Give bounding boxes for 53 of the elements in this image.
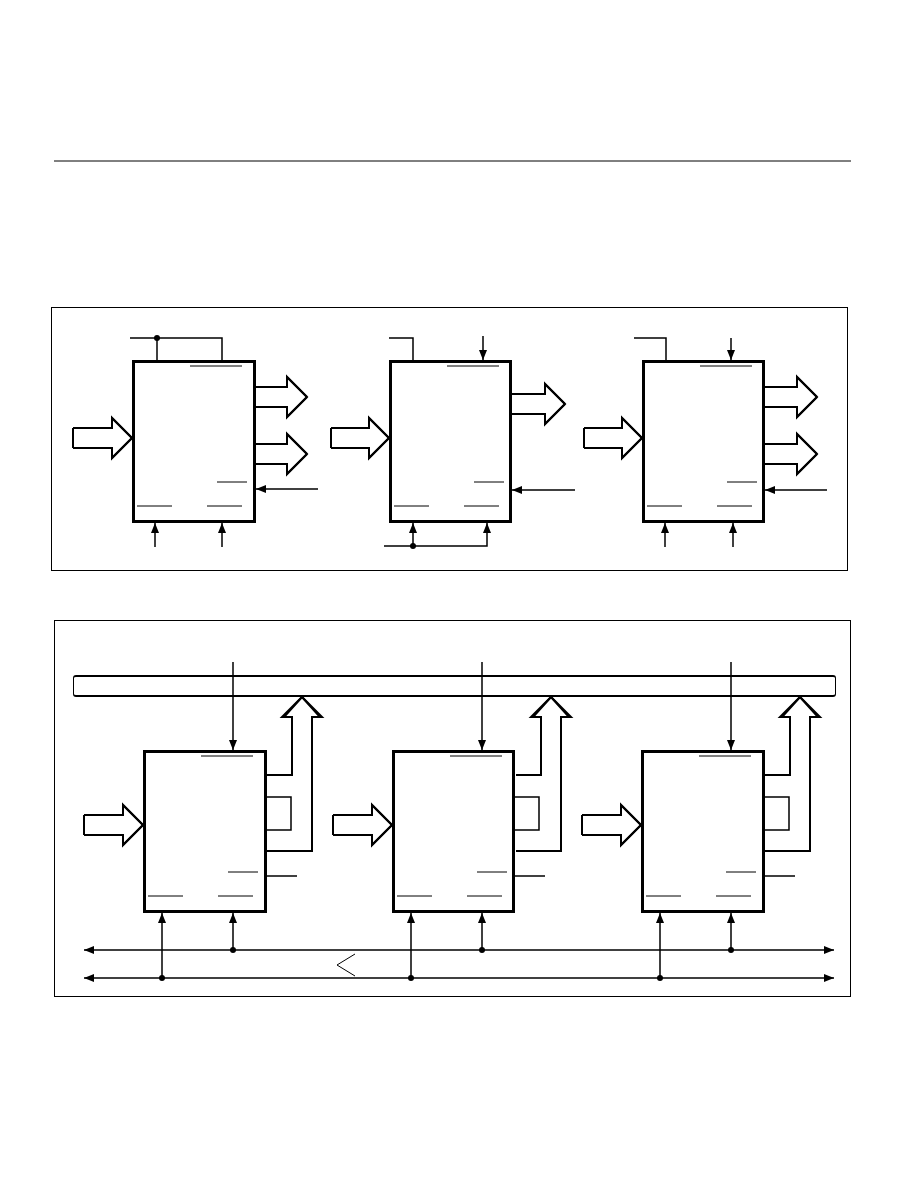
arrow [656, 912, 664, 981]
panel-frame [51, 307, 848, 571]
arrow [255, 485, 319, 493]
bus-arrow [764, 374, 818, 420]
arrow [479, 335, 487, 361]
signal-line [514, 875, 546, 877]
bus-arrow [515, 696, 572, 852]
chip-block [143, 750, 267, 913]
bus-arrow [583, 415, 643, 461]
signal-line [154, 335, 160, 361]
arrow [383, 522, 417, 547]
arrow [229, 661, 237, 751]
bus-arrow [330, 415, 390, 461]
bus-arrow [255, 374, 308, 420]
signal-line [764, 796, 790, 831]
signal-line [266, 875, 298, 877]
signal-line [514, 796, 540, 831]
chip-block [642, 360, 765, 523]
arrow [218, 522, 226, 548]
signal-line [129, 337, 223, 361]
arrow [229, 912, 237, 953]
bus-arrow [332, 802, 393, 848]
arrow [661, 522, 669, 548]
arrow [151, 522, 159, 548]
bus-arrow [581, 802, 642, 848]
arrow [729, 522, 737, 548]
arrow [478, 661, 486, 751]
bus-arrow [764, 431, 818, 477]
signal-line [388, 337, 414, 361]
arrow [511, 486, 576, 494]
arrow [727, 337, 735, 361]
panel-frame [54, 620, 851, 997]
arrow [410, 522, 491, 549]
signal-line [266, 796, 292, 831]
signal-line [764, 875, 796, 877]
chip-block [132, 360, 256, 523]
chip-block [392, 750, 515, 913]
bus-arrow [266, 696, 323, 852]
bus-arrow [83, 802, 144, 848]
arrow [158, 912, 166, 981]
arrow [727, 912, 735, 953]
arrow [764, 486, 828, 494]
bus-arrow [511, 381, 566, 427]
arrow [407, 912, 415, 981]
bus-arrow [255, 431, 308, 477]
chip-block [641, 750, 765, 913]
chip-block [389, 360, 512, 523]
bus-arrow [72, 415, 133, 461]
bus-arrow [764, 696, 821, 852]
arrow [727, 661, 735, 751]
signal-line [633, 337, 667, 361]
arrow [478, 912, 486, 953]
data-bus [73, 675, 836, 697]
